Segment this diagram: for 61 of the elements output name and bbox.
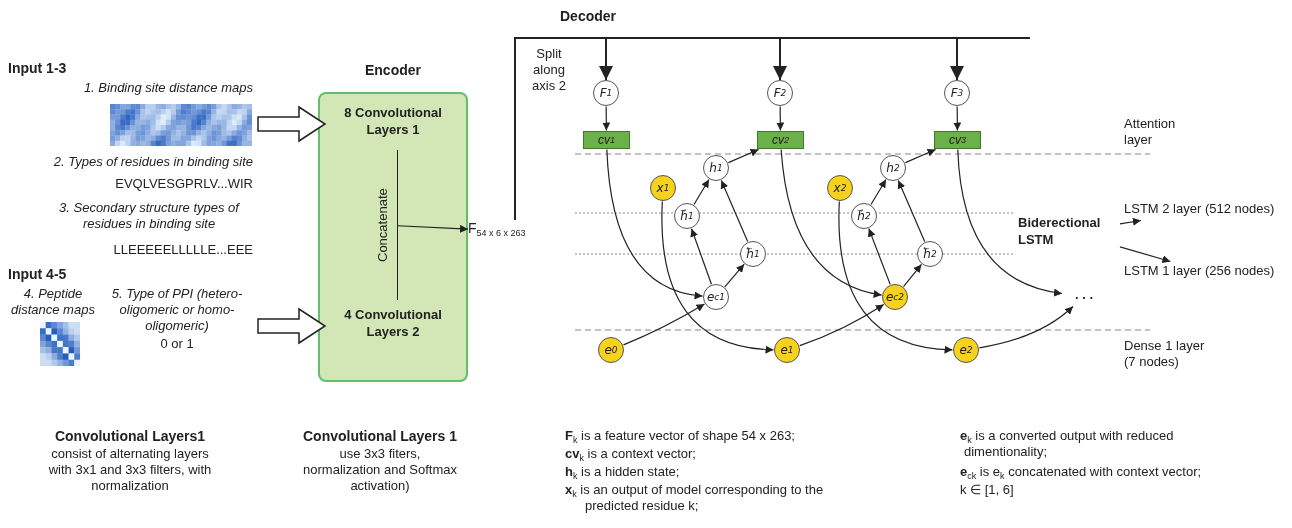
arrow [727, 148, 760, 164]
arrow [780, 148, 883, 298]
arrow [799, 303, 885, 347]
definition-text: cv$_{k}$ is a context vector; [565, 446, 697, 462]
layer-name: 8 Convolutional Layers 1 [325, 104, 461, 144]
sequence-text: LLEEEEELLLLLE...EEE [112, 242, 253, 258]
layer-label: LSTM 1 layer (256 nodes) [1124, 262, 1289, 282]
arrow [902, 263, 923, 288]
definition-text: h$_{k}$ is a hidden state; [565, 464, 681, 480]
input-caption: 4. Peptide distance maps [10, 286, 96, 318]
arrow [693, 178, 710, 206]
lstm-label: Biderectional LSTM [1018, 214, 1120, 250]
input-heading: Input 4-5 [8, 266, 68, 282]
note-text: consist of alternating layers with 3x1 and 3x3 filters, with normalization [47, 446, 213, 494]
definition-text: x$_{k}$ is an output of model corresponding to the predicted residue k; [565, 482, 825, 514]
ellipsis-text: . . . [1062, 286, 1106, 306]
layer-label: Dense 1 layer (7 nodes) [1124, 338, 1206, 370]
arrow [724, 263, 745, 288]
arrow [661, 200, 775, 354]
feature-map-label: F$_{54 x 6 x 263}$ [468, 220, 580, 244]
arrow [957, 148, 1063, 297]
arrow [606, 148, 704, 299]
arrow [867, 228, 891, 285]
arrow [953, 105, 962, 132]
arrow [897, 179, 926, 243]
input-caption: 5. Type of PPI (hetero-oligomeric or homo-oligomeric) [110, 286, 244, 334]
encoder-heading: Encoder [364, 62, 422, 78]
arrow [622, 303, 706, 346]
arrow [397, 224, 469, 233]
definition-text: e$_{ck}$ is e$_{k}$ concatenated with context vector; [960, 464, 1203, 480]
value-text: 0 or 1 [159, 336, 195, 352]
definition-text: k ∈ [1, 6] [960, 482, 1015, 498]
arrow [838, 200, 954, 354]
definition-text: e$_{k}$ is a converted output with reduced dimentionality; [960, 428, 1175, 460]
block-arrow [257, 105, 327, 143]
arrow [776, 105, 785, 132]
layer-label: LSTM 2 layer (512 nodes) [1124, 200, 1289, 220]
block-arrow [257, 307, 327, 345]
input-caption: 3. Secondary structure types of residues in binding site [58, 200, 241, 232]
input-caption: 2. Types of residues in binding site [52, 154, 253, 170]
arrow [1119, 246, 1171, 264]
arrow [690, 228, 713, 285]
note-text: Split along axis 2 [531, 46, 567, 94]
input-caption: 1. Binding site distance maps [82, 80, 253, 96]
concatenate-bar: Concatenate [368, 150, 398, 300]
note-heading: Convolutional Layers1 [53, 428, 207, 444]
note-heading: Convolutional Layers 1 [301, 428, 458, 444]
arrow [602, 105, 611, 132]
arrow [514, 37, 964, 221]
section-title: Decoder [560, 8, 618, 24]
layer-label: Attention layer [1124, 116, 1177, 148]
arrow [1119, 217, 1142, 226]
arrow [904, 148, 937, 164]
arrow [978, 305, 1074, 349]
sequence-text: EVQLVESGPRLV...WIR [114, 176, 253, 192]
arrow [870, 178, 887, 206]
note-text: use 3x3 fiters, normalization and Softmax activation) [302, 446, 458, 494]
arrow [720, 179, 749, 243]
input-heading: Input 1-3 [8, 60, 68, 76]
definition-text: F$_{k}$ is a feature vector of shape 54 x 263; [565, 428, 796, 444]
layer-name: 4 Convolutional Layers 2 [325, 306, 461, 346]
